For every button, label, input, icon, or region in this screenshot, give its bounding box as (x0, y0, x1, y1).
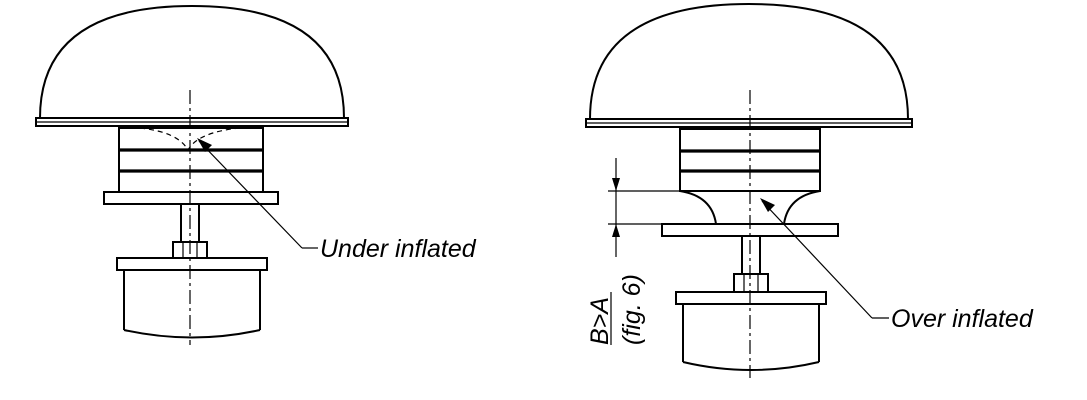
label-over-inflated: Over inflated (891, 305, 1034, 333)
under-inflated-figure (35, 4, 349, 345)
lower-cup-right (682, 304, 820, 371)
leader-under-inflated (198, 140, 303, 249)
nut-right (733, 273, 769, 293)
arrowhead-left (197, 138, 212, 152)
stem-right (741, 235, 761, 275)
label-under-inflated: Under inflated (320, 235, 477, 263)
leader-over-inflated (761, 200, 873, 319)
dim-arrow-bottom (612, 224, 620, 237)
base-plate-left (103, 191, 279, 205)
label-dimension-ratio: B>A (586, 297, 614, 345)
dim-arrow-top (612, 178, 620, 191)
lower-cup-left (123, 270, 261, 339)
collapsed-profile-left (139, 127, 241, 152)
flare-right (679, 190, 821, 225)
dome-right (589, 2, 909, 120)
arrowhead-right (760, 198, 775, 212)
lower-flange-left (116, 257, 268, 271)
over-inflated-figure (585, 2, 913, 378)
label-figure-ref: (fig. 6) (618, 274, 646, 345)
dome-left (39, 4, 345, 119)
lower-flange-right (675, 291, 827, 305)
bellows-left (118, 127, 264, 193)
